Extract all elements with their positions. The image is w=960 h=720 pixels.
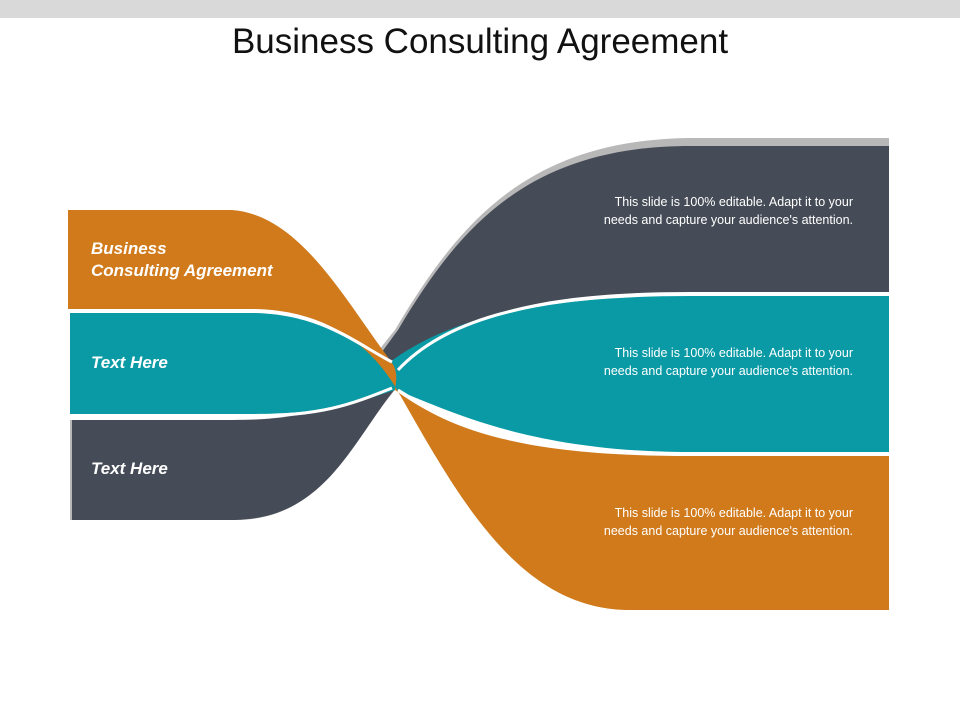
separator-line bbox=[70, 386, 393, 418]
right-block-text-middle: This slide is 100% editable. Adapt it to… bbox=[603, 346, 853, 378]
ribbon-dark-main bbox=[72, 146, 889, 520]
right-block-text-bottom: This slide is 100% editable. Adapt it to… bbox=[603, 506, 853, 538]
right-block-text-top: This slide is 100% editable. Adapt it to… bbox=[603, 195, 853, 227]
separator-line bbox=[70, 309, 393, 364]
slide-title: Business Consulting Agreement bbox=[231, 22, 729, 61]
separator-line bbox=[396, 292, 889, 372]
top-bar bbox=[0, 0, 960, 18]
ribbon-orange bbox=[68, 210, 889, 610]
separator-line bbox=[397, 388, 889, 456]
left-label-business-consulting: Business Consulting Agreement bbox=[91, 239, 273, 280]
left-label-text-here-2: Text Here bbox=[91, 459, 168, 478]
ribbon-teal bbox=[70, 296, 889, 452]
left-label-text-here-1: Text Here bbox=[91, 353, 168, 372]
